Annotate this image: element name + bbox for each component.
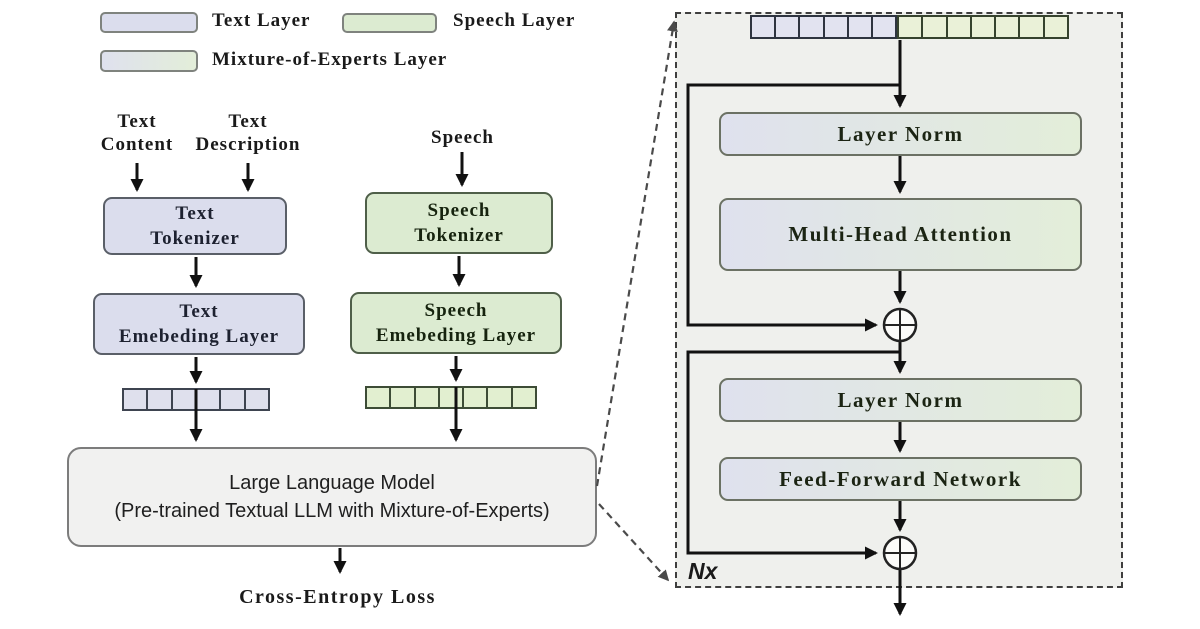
llm-line1: Large Language Model [229,472,435,494]
repeat-nx-label: Nx [688,558,718,584]
multi-head-attention-box: Multi-Head Attention [719,198,1082,271]
token-cell [798,15,825,39]
speech-tokenizer-box: Speech Tokenizer [365,192,553,254]
token-cell [1042,15,1069,39]
token-cell [822,15,849,39]
zoom-connector-bottom [598,503,670,582]
speech-token-strip [365,386,537,409]
speech-embedding-line2: Emebeding Layer [375,325,537,346]
moe-layer-swatch [100,50,198,72]
text-content-line1: Text [117,111,157,132]
speech-tokenizer-line2: Tokenizer [414,225,504,246]
token-cell [921,15,948,39]
token-cell [170,388,197,411]
layer-norm-2-box: Layer Norm [719,378,1082,422]
token-cell [1018,15,1045,39]
speech-embedding-line1: Speech [424,300,488,321]
token-cell [389,386,416,409]
token-cell [462,386,489,409]
token-cell [365,386,392,409]
input-label-speech: Speech [431,127,494,148]
token-cell [969,15,997,39]
token-cell [486,386,513,409]
legend-label-moe-layer: Mixture-of-Experts Layer [212,49,448,70]
panel-speech-token-strip [897,15,1069,39]
token-cell [146,388,173,411]
token-cell [413,386,440,409]
token-cell [870,15,898,39]
text-embedding-box: Text Emebeding Layer [93,293,305,355]
panel-text-token-strip [750,15,898,39]
text-description-line2: Description [195,134,301,155]
text-tokenizer-line1: Text [175,203,215,224]
input-label-text-description: Text Description [185,110,311,156]
text-layer-swatch [100,12,198,33]
token-cell [437,386,465,409]
token-cell [510,386,537,409]
token-cell [219,388,246,411]
speech-layer-swatch [342,13,437,33]
zoom-connector-top [595,20,678,487]
text-description-line1: Text [228,111,268,132]
legend-label-text-layer: Text Layer [212,10,311,31]
cross-entropy-loss-label: Cross-Entropy Loss [239,586,436,608]
feed-forward-network-box: Feed-Forward Network [719,457,1082,501]
text-content-line2: Content [100,134,174,155]
token-cell [945,15,972,39]
text-embedding-line1: Text [179,301,219,322]
token-cell [750,15,777,39]
speech-tokenizer-line1: Speech [427,200,491,221]
token-cell [774,15,801,39]
token-cell [194,388,222,411]
input-label-text-content: Text Content [82,110,192,156]
token-cell [243,388,270,411]
llm-line2: (Pre-trained Textual LLM with Mixture-of… [114,500,550,522]
text-tokenizer-box: Text Tokenizer [103,197,287,255]
token-cell [122,388,149,411]
text-embedding-line2: Emebeding Layer [118,326,280,347]
llm-box: Large Language Model (Pre-trained Textua… [67,447,597,547]
transformer-block-panel [675,12,1123,588]
text-tokenizer-line2: Tokenizer [150,228,240,249]
token-cell [994,15,1021,39]
speech-embedding-box: Speech Emebeding Layer [350,292,562,354]
legend-label-speech-layer: Speech Layer [453,10,576,31]
text-token-strip [122,388,270,411]
token-cell [846,15,873,39]
layer-norm-1-box: Layer Norm [719,112,1082,156]
token-cell [897,15,924,39]
